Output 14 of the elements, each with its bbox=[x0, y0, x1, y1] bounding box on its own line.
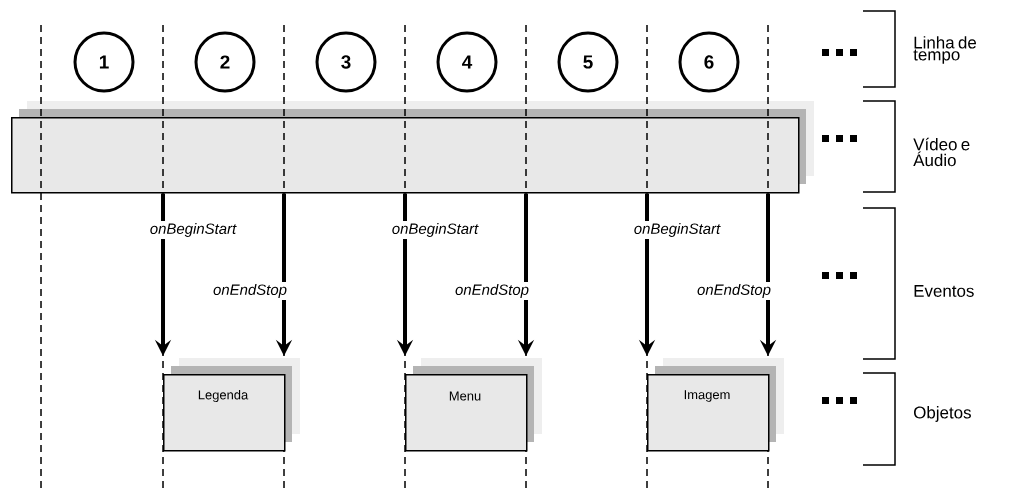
object-box: Menu bbox=[405, 358, 542, 452]
group-label: Objetos bbox=[914, 406, 971, 422]
edge-label: onEndStop bbox=[213, 284, 287, 298]
video-bar bbox=[11, 101, 814, 194]
edge-label: onBeginStart bbox=[392, 223, 479, 237]
object-box: Imagem bbox=[647, 358, 784, 452]
edge-label: onEndStop bbox=[697, 284, 771, 298]
group-label: Vídeo e Áudio bbox=[913, 137, 970, 167]
edge-label: onEndStop bbox=[455, 284, 529, 298]
edge-label: onBeginStart bbox=[150, 223, 237, 237]
group-label: Eventos bbox=[914, 285, 974, 297]
edge-label: onBeginStart bbox=[634, 223, 721, 237]
group-label: Linha de tempo bbox=[913, 36, 977, 64]
object-box: Legenda bbox=[163, 358, 300, 452]
